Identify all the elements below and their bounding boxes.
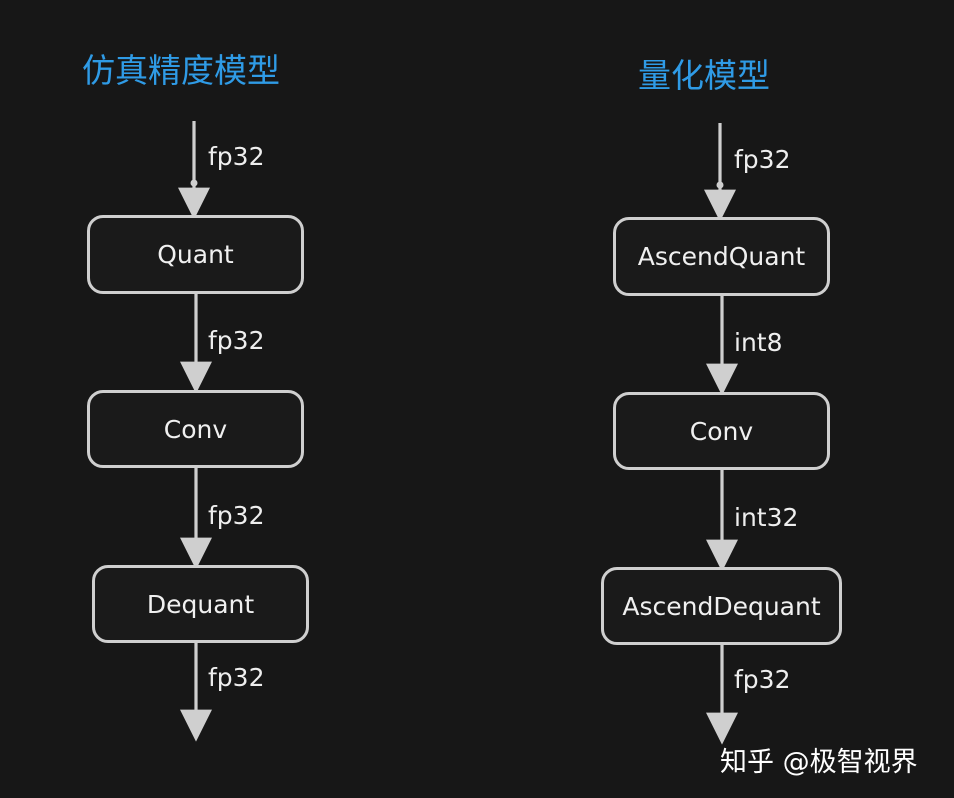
- right-ascenddequant-node: AscendDequant: [601, 567, 842, 645]
- right-diagram-title: 量化模型: [638, 56, 770, 95]
- left-edge-label-input: fp32: [208, 142, 265, 171]
- right-edge-label-output: fp32: [734, 665, 791, 694]
- right-conv-node: Conv: [613, 392, 830, 470]
- right-input-dot: [716, 181, 724, 189]
- left-edge-label-quant-conv: fp32: [208, 326, 265, 355]
- watermark-text: 知乎 @极智视界: [720, 747, 918, 778]
- left-dequant-node: Dequant: [92, 565, 309, 643]
- right-edge-label-input: fp32: [734, 145, 791, 174]
- left-input-dot: [190, 179, 198, 187]
- left-conv-node: Conv: [87, 390, 304, 468]
- left-edge-label-output: fp32: [208, 663, 265, 692]
- right-edge-label-conv-dequant: int32: [734, 503, 799, 532]
- left-edge-label-conv-dequant: fp32: [208, 501, 265, 530]
- left-quant-node: Quant: [87, 215, 304, 294]
- right-edge-label-quant-conv: int8: [734, 328, 783, 357]
- left-diagram-title: 仿真精度模型: [82, 51, 280, 90]
- right-ascendquant-node: AscendQuant: [613, 217, 830, 296]
